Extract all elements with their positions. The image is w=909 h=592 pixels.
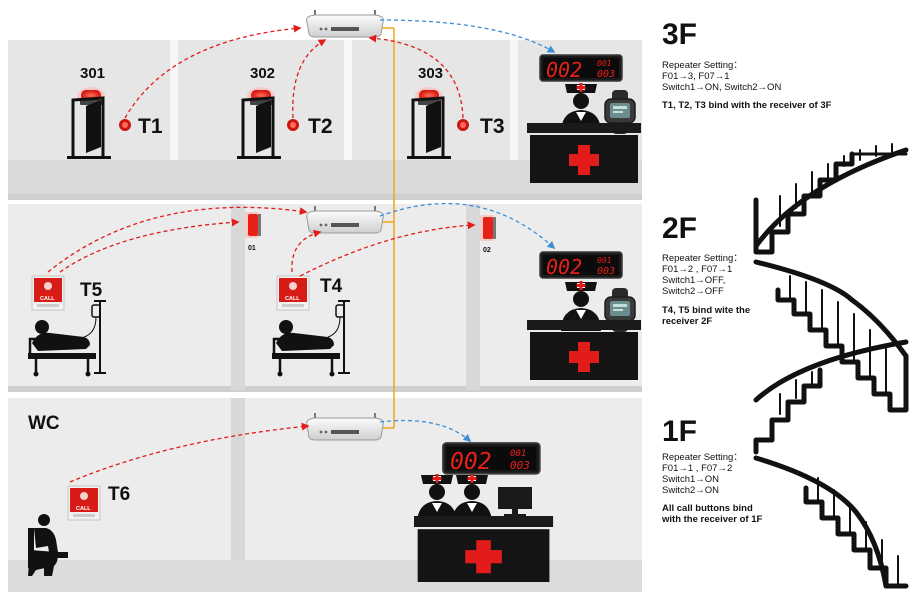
nurse-desk-icon — [414, 516, 554, 582]
patient-area-T5: CALL T5 — [26, 275, 108, 378]
nurse-desk-icon — [527, 320, 641, 380]
call-button-icon — [119, 119, 131, 131]
floor-title: 2F — [662, 212, 697, 245]
transmitter-label: T6 — [108, 484, 130, 505]
floor-1: WC CALL T6 002 001 003 — [28, 412, 554, 582]
door-icon — [405, 96, 453, 161]
repeater-setting-line: F01→2 , F07→1 — [662, 264, 732, 275]
repeater-setting-heading: Repeater Setting： — [662, 452, 743, 463]
bind-description: All call buttons bind — [662, 503, 753, 514]
call-button-box-icon — [31, 275, 65, 311]
settings-1F: 1F Repeater Setting： F01→1 , F07→2 Switc… — [661, 415, 763, 525]
repeater-setting-heading: Repeater Setting： — [662, 60, 743, 71]
floor-title: 3F — [662, 18, 697, 51]
repeater-device-icon — [305, 9, 385, 38]
repeater-setting-line: F01→3, F07→1 — [662, 71, 730, 82]
corridor-lamp-icon — [480, 215, 496, 241]
door-icon — [235, 96, 283, 161]
nurse-desk-icon — [527, 123, 641, 183]
bind-description: receiver 2F — [662, 316, 712, 327]
floor-3-background — [8, 40, 642, 200]
transmitter-label: T4 — [320, 276, 343, 297]
repeater-setting-line: F01→1 , F07→2 — [662, 463, 732, 474]
bind-description: with the receiver of 1F — [661, 514, 763, 525]
repeater-setting-line: Switch1→ON — [662, 474, 719, 485]
display-small-top: 001 — [597, 59, 611, 68]
call-button-box-icon — [276, 275, 310, 311]
wc-area-T6: CALL T6 — [28, 484, 130, 576]
call-button-text: CALL — [40, 296, 55, 302]
room-number: 303 — [418, 65, 443, 82]
corridor-lamp-icon — [245, 212, 261, 238]
room-name-wc: WC — [28, 413, 60, 434]
room-3F-301: 301 T1 — [65, 65, 163, 161]
display-main-number: 002 — [546, 58, 582, 82]
floor-3: 301 T1 302 T2 303 T3 002 001 003 — [65, 9, 641, 183]
display-small-top: 001 — [597, 256, 611, 265]
call-button-box-icon — [67, 485, 101, 521]
call-button-icon — [457, 119, 469, 131]
call-button-text: CALL — [285, 296, 300, 302]
receiver-display-2F: 002 001 003 — [539, 251, 623, 279]
room-3F-303: 303 T3 — [405, 65, 505, 161]
room-number: 302 — [250, 65, 275, 82]
repeater-setting-line: Switch1→OFF, — [662, 275, 725, 286]
bind-description: T4, T5 bind wite the — [662, 305, 750, 316]
floor-title: 1F — [662, 415, 697, 448]
display-small-top: 001 — [510, 449, 526, 459]
repeater-setting-heading: Repeater Setting： — [662, 253, 743, 264]
transmitter-label: T1 — [138, 115, 163, 138]
signal-arrows-1F — [69, 419, 472, 483]
display-small-bottom: 003 — [597, 69, 615, 80]
patient-area-T4: CALL T4 — [270, 275, 352, 378]
floor-2: 01 02 CALL T5 CALL T4 002 001 003 — [26, 202, 641, 380]
computer-monitor-icon — [498, 487, 532, 517]
transmitter-label: T3 — [480, 115, 505, 138]
signal-arrows-2F — [47, 202, 556, 277]
settings-3F: 3F Repeater Setting： F01→3, F07→1 Switch… — [662, 18, 832, 111]
door-icon — [65, 96, 113, 161]
display-small-bottom: 003 — [510, 459, 530, 472]
repeater-setting-line: Switch2→ON — [662, 485, 719, 496]
staircase-icon — [753, 143, 909, 589]
transmitter-label: T2 — [308, 115, 333, 138]
call-button-icon — [287, 119, 299, 131]
receiver-display-3F: 002 001 003 — [539, 54, 623, 82]
room-3F-302: 302 T2 — [235, 65, 333, 161]
receiver-display-1F: 002 001 003 — [442, 442, 541, 475]
repeater-setting-line: Switch2→OFF — [662, 286, 724, 297]
transmitter-label: T5 — [80, 280, 103, 301]
display-main-number: 002 — [546, 255, 582, 279]
repeater-setting-line: Switch1→ON, Switch2→ON — [662, 82, 781, 93]
bind-description: T1, T2, T3 bind with the receiver of 3F — [662, 100, 832, 111]
display-small-bottom: 003 — [597, 266, 615, 277]
lamp-number: 01 — [248, 245, 256, 252]
settings-2F: 2F Repeater Setting： F01→2 , F07→1 Switc… — [662, 212, 750, 327]
room-number: 301 — [80, 65, 105, 82]
display-main-number: 002 — [450, 449, 492, 475]
call-button-text: CALL — [76, 506, 91, 512]
signal-arrows-3F — [124, 19, 556, 119]
lamp-number: 02 — [483, 247, 491, 254]
toilet-person-icon — [28, 514, 68, 576]
